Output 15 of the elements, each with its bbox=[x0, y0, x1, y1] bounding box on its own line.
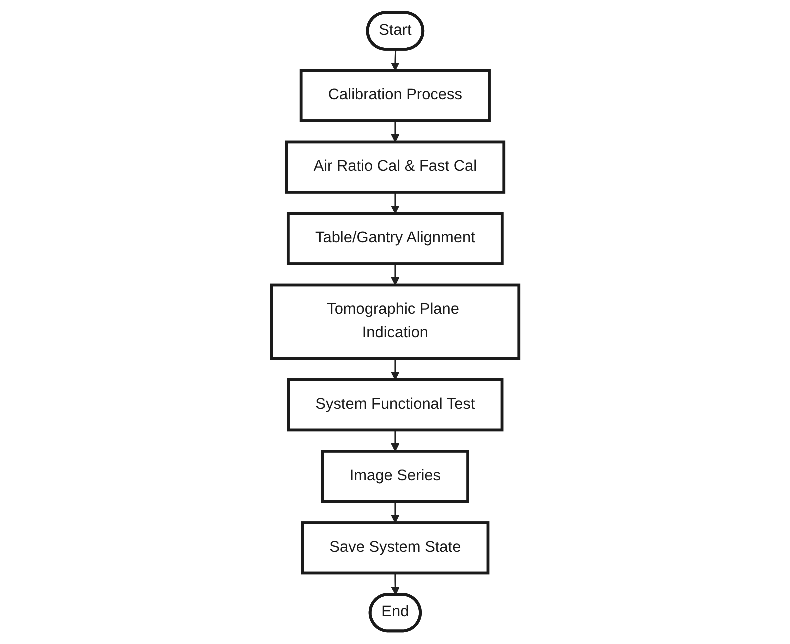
arrow bbox=[390, 430, 400, 452]
arrow bbox=[390, 264, 400, 286]
arrow bbox=[390, 192, 400, 214]
arrow bbox=[390, 50, 400, 72]
node-box: Table/Gantry Alignment bbox=[286, 212, 504, 266]
node-box: Image Series bbox=[320, 450, 470, 504]
node-box: System Functional Test bbox=[286, 378, 504, 432]
arrow bbox=[390, 502, 400, 524]
node-box: Calibration Process bbox=[299, 69, 491, 122]
arrow bbox=[390, 120, 400, 143]
arrow bbox=[390, 573, 400, 596]
node-box: Air Ratio Cal & Fast Cal bbox=[284, 140, 506, 194]
node-box: Save System State bbox=[300, 522, 490, 575]
arrow bbox=[390, 358, 400, 380]
node-box: Tomographic Plane Indication bbox=[270, 284, 520, 360]
